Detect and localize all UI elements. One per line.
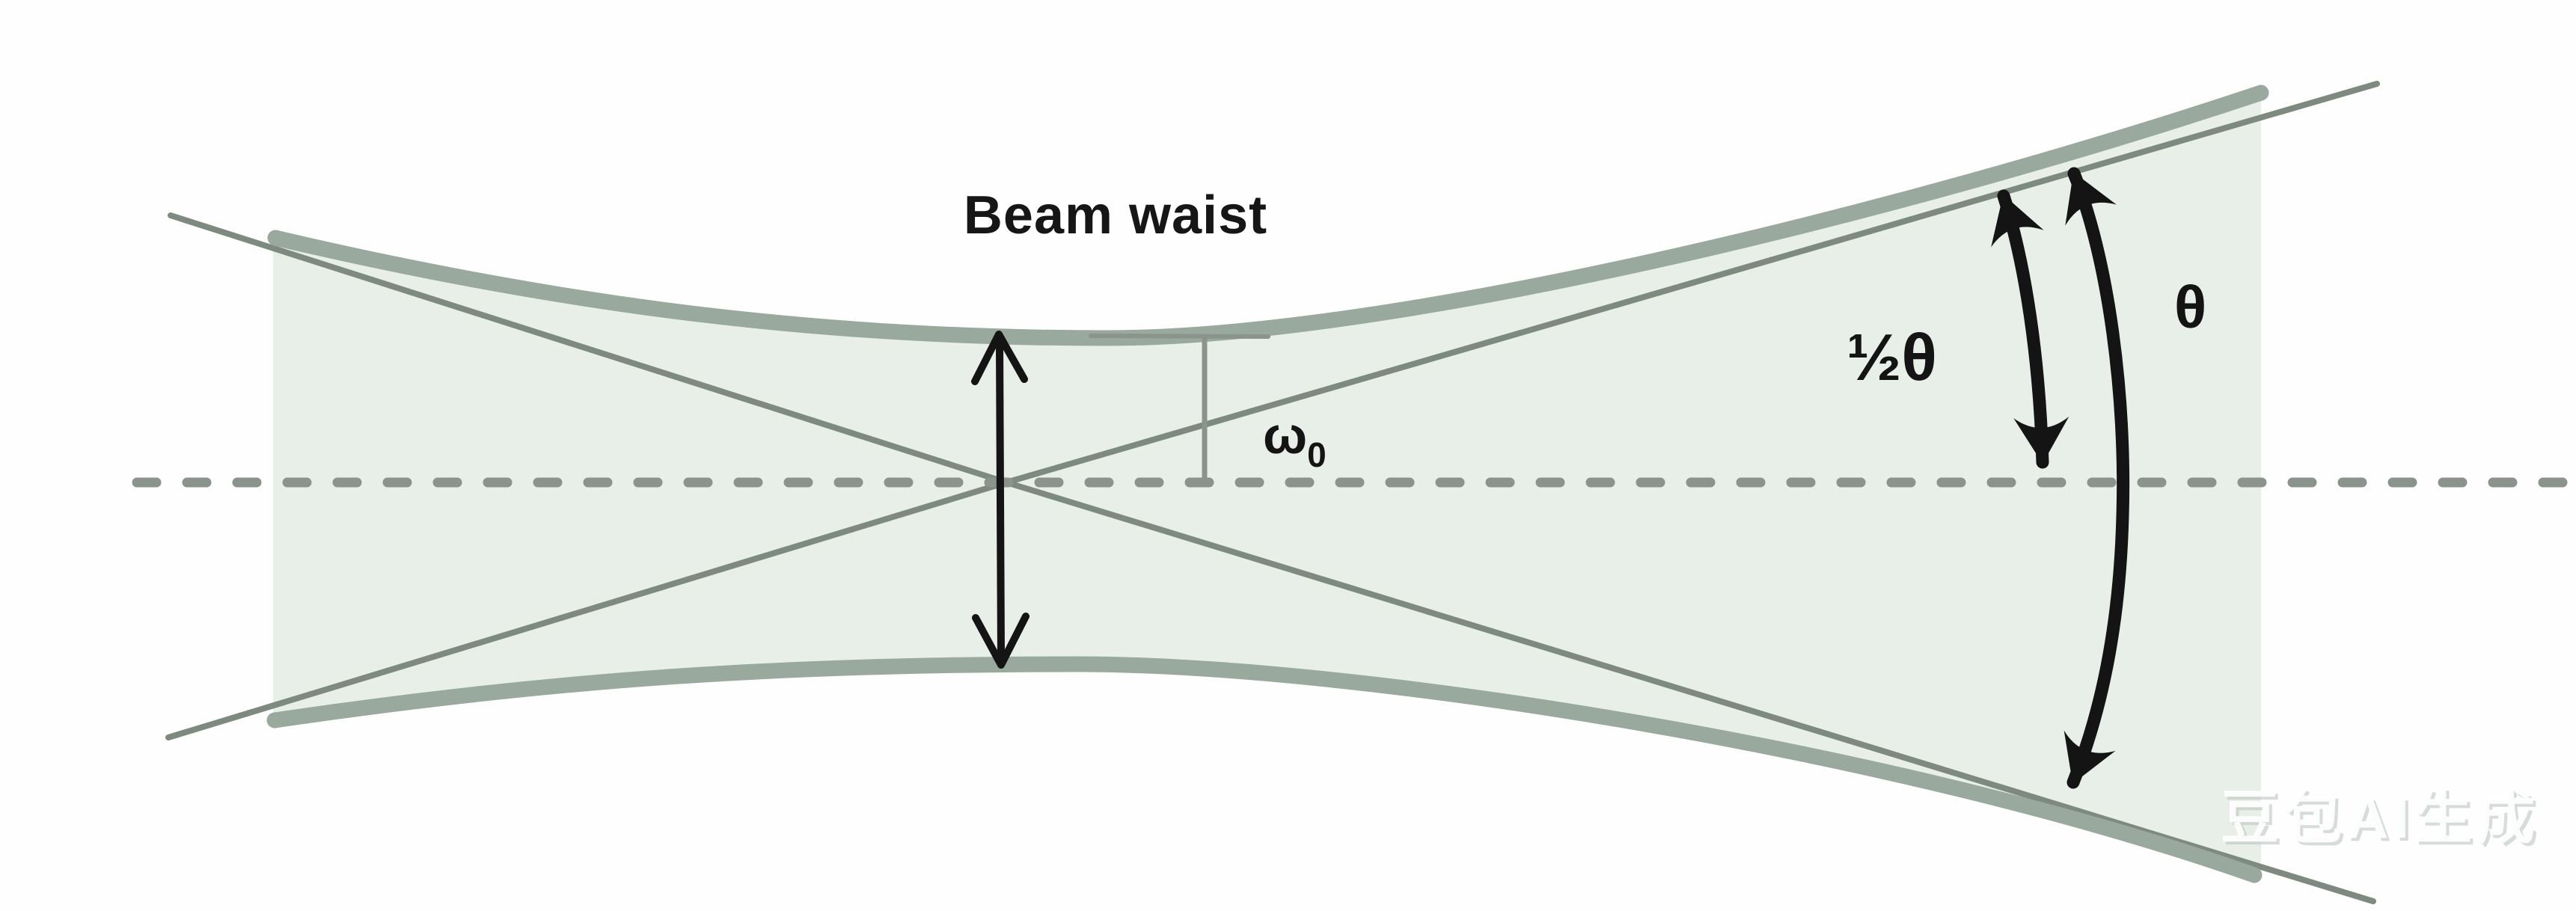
- watermark: 豆包AI生成 豆包AI生成: [2221, 785, 2542, 853]
- waist-radius-subscript: 0: [1307, 435, 1327, 474]
- beam-waist-title: Beam waist: [964, 185, 1267, 245]
- half-divergence-arc-arrow: [1991, 189, 2069, 469]
- watermark-text: 豆包AI生成: [2221, 785, 2539, 850]
- waist-radius-bracket-bar: [1089, 334, 1270, 339]
- half-divergence-label: ½θ: [1847, 320, 1937, 394]
- beam-fill-region: [273, 93, 2261, 877]
- waist-diameter-arrow-shaft: [996, 339, 1005, 660]
- waist-radius-label: ω0: [1263, 406, 1327, 474]
- waist-diameter-arrowhead-bottom: [972, 613, 1030, 669]
- beam-bottom-edge: [266, 656, 2263, 883]
- watermark-shadow-text: 豆包AI生成: [2224, 788, 2542, 853]
- waist-diameter-arrow: [971, 331, 1030, 669]
- waist-radius-symbol: ω: [1263, 406, 1307, 464]
- full-divergence-label: θ: [2174, 274, 2206, 340]
- waist-diameter-arrowhead-top: [971, 331, 1028, 385]
- waist-radius-bracket: [1089, 334, 1270, 482]
- full-divergence-arc-arrow: [2063, 167, 2130, 789]
